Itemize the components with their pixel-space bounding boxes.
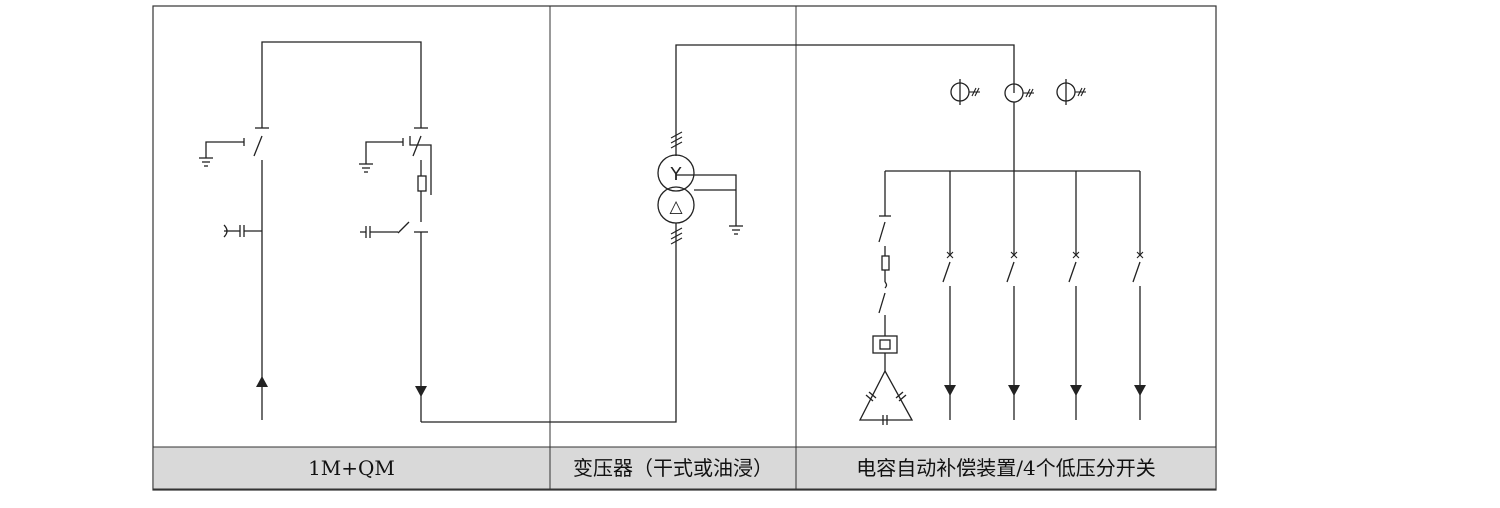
lv-breaker-4 (1132, 171, 1146, 420)
fuse-icon (417, 175, 427, 192)
ground-icon (729, 225, 743, 235)
fuse-icon (881, 255, 890, 271)
incoming-arrow (256, 376, 268, 387)
capacitor-indicator-icon (360, 226, 398, 238)
capacitor-indicator-icon (223, 224, 262, 238)
ground-icon (199, 157, 213, 167)
section-lv (858, 79, 1146, 425)
section-transformer: Y △ (657, 44, 1015, 255)
lv-breaker-1 (942, 171, 956, 420)
section-label-1m-qm: 1M+QM (308, 456, 395, 480)
caption-band (152, 446, 1217, 490)
lv-breaker-3 (1068, 171, 1082, 420)
section-1m-qm (199, 41, 677, 423)
section-label-transformer: 变压器（干式或油浸） (573, 456, 773, 480)
diagram-frame (152, 5, 1217, 491)
current-transformer-icon (1004, 83, 1034, 103)
capacitor-bank-icon (858, 370, 914, 425)
transformer-icon: Y △ (657, 154, 695, 224)
section-label-lv: 电容自动补偿装置/4个低压分开关 (856, 456, 1156, 480)
outgoing-arrow (415, 386, 427, 397)
lv-breaker-2 (1006, 171, 1020, 420)
current-transformer-icon (1056, 79, 1086, 105)
ground-icon (359, 163, 373, 173)
thermal-relay-icon (872, 335, 898, 354)
transformer-secondary-symbol: △ (669, 197, 683, 217)
current-transformer-icon (950, 79, 980, 105)
